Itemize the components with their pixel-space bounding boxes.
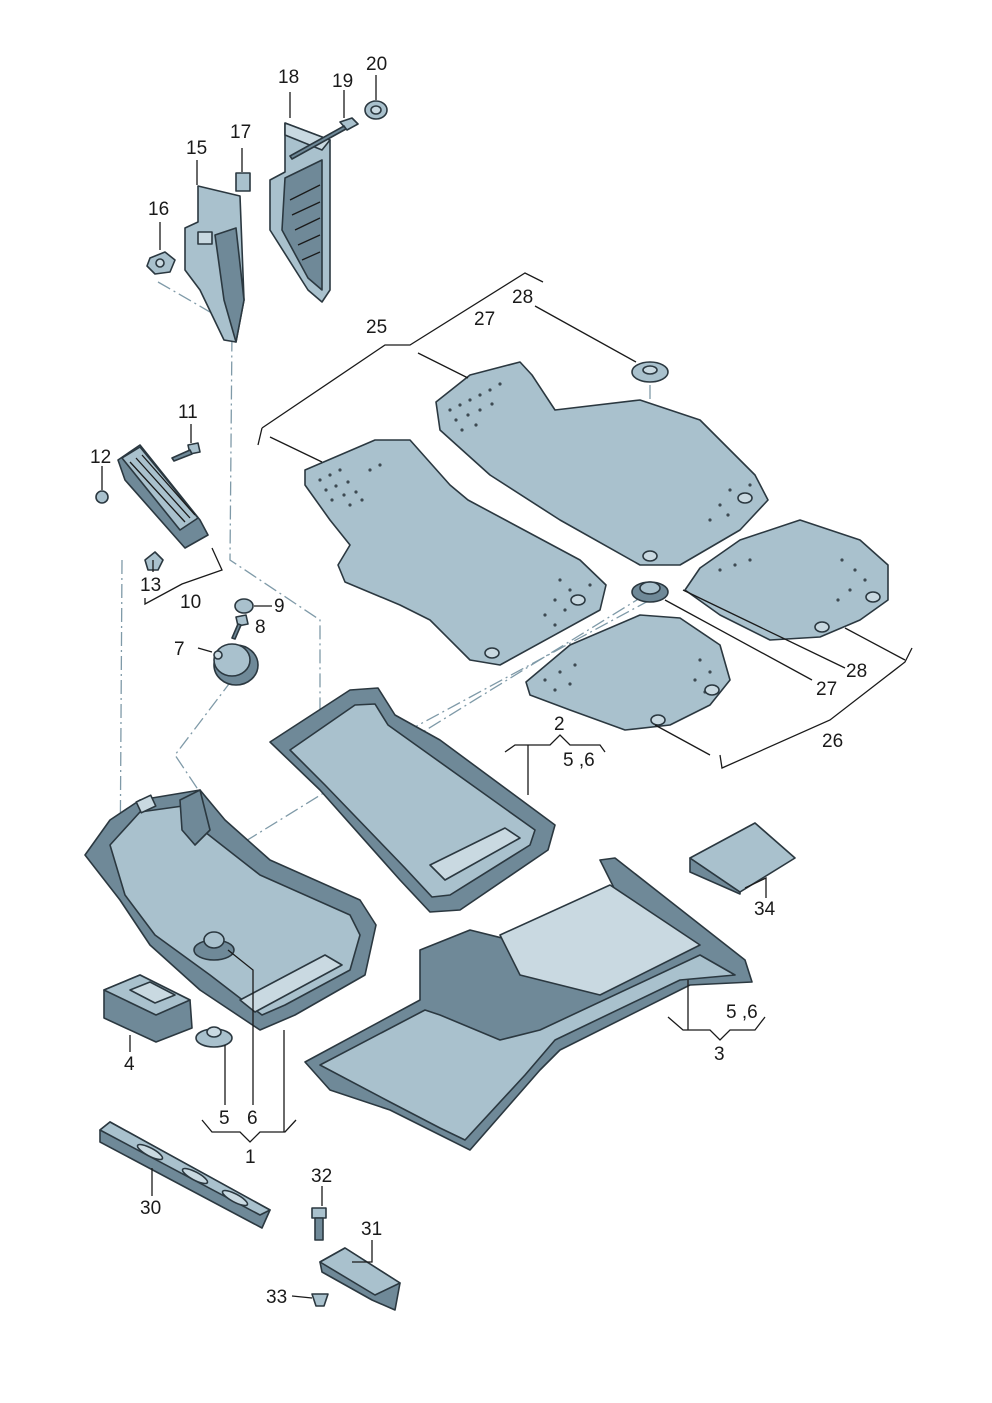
floor-liner-2 [269, 687, 556, 913]
storage-box-4 [103, 974, 193, 1043]
callout-3: 3 [714, 1044, 725, 1065]
bolt-8 [231, 614, 249, 640]
clip-13 [144, 551, 164, 571]
callout-5: 5 [219, 1108, 230, 1129]
callout-11: 11 [178, 402, 198, 423]
callout-12: 12 [90, 447, 111, 468]
callout-17: 17 [230, 122, 251, 143]
wedge-34 [689, 822, 796, 895]
callout-27-lower: 27 [816, 679, 837, 700]
callout-19: 19 [332, 71, 353, 92]
leader-lines [101, 75, 913, 1299]
grommet-7 [213, 643, 259, 686]
callout-30: 30 [140, 1198, 161, 1219]
pedal-pad-10 [117, 444, 209, 549]
bolt-19 [289, 117, 359, 160]
callout-28-upper: 28 [512, 287, 533, 308]
fastener-6 [193, 931, 235, 961]
callout-6: 6 [247, 1108, 258, 1129]
callout-20: 20 [366, 54, 387, 75]
callout-28-lower: 28 [846, 661, 867, 682]
callout-labels: 18 19 20 17 15 16 28 27 25 11 12 13 10 9… [90, 54, 867, 1308]
bolt-32 [311, 1207, 327, 1241]
callout-5-6-upper: 5 ,6 [563, 750, 595, 771]
floor-mat-front-left [304, 439, 607, 666]
floor-mat-rear-left [525, 614, 731, 731]
callout-26: 26 [822, 731, 843, 752]
trim-strip-30 [99, 1121, 271, 1229]
callout-34: 34 [754, 899, 776, 920]
floor-liner-1 [84, 789, 377, 1031]
callout-27-upper: 27 [474, 309, 495, 330]
bracket-15 [184, 185, 245, 343]
grommet-20 [364, 100, 388, 120]
callout-5-6-lower: 5 ,6 [726, 1002, 758, 1023]
floor-mat-rear-right [684, 519, 889, 641]
clip-33 [311, 1293, 329, 1307]
fastener-5 [195, 1026, 233, 1048]
callout-1: 1 [245, 1147, 256, 1168]
clip-17 [235, 172, 251, 192]
bolt-11 [171, 442, 201, 462]
callout-18: 18 [278, 67, 299, 88]
callout-10: 10 [180, 592, 201, 613]
callout-13: 13 [140, 575, 161, 596]
nut-16 [146, 251, 176, 275]
callout-32: 32 [311, 1166, 332, 1187]
clip-12 [95, 490, 109, 504]
fastener-27-center [631, 581, 669, 603]
bracket-31 [319, 1247, 401, 1311]
callout-31: 31 [361, 1219, 382, 1240]
cap-9 [234, 598, 254, 614]
callout-15: 15 [186, 138, 207, 159]
callout-8: 8 [255, 617, 266, 638]
callout-7: 7 [174, 639, 185, 660]
floor-mat-front-right [435, 361, 769, 566]
callout-33: 33 [266, 1287, 287, 1308]
floor-liner-3 [304, 857, 753, 1151]
callout-16: 16 [148, 199, 169, 220]
fastener-28-top [631, 361, 669, 383]
callout-9: 9 [274, 596, 285, 617]
footrest-trim-18 [269, 122, 331, 303]
callout-25: 25 [366, 317, 387, 338]
callout-2: 2 [554, 714, 565, 735]
callout-4: 4 [124, 1054, 135, 1075]
